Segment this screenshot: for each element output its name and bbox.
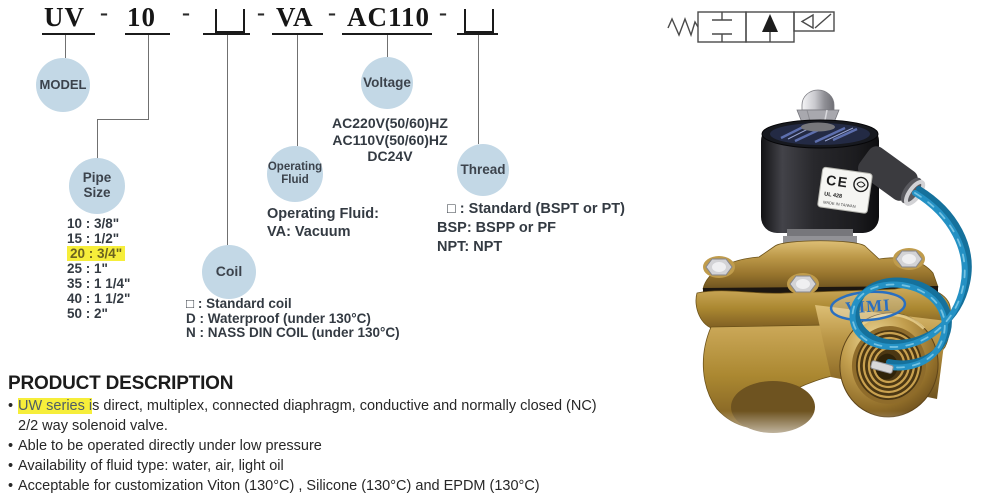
pipe-option-highlight-text: 20 : 3/4" [67, 246, 126, 261]
code-box-coil [215, 9, 245, 33]
bullet-2-text: Able to be operated directly under low p… [18, 438, 322, 454]
origin-text: MADE IN TAIWAN [823, 199, 856, 209]
underline-pipe [125, 33, 170, 35]
description-bullet-3: •Availability of fluid type: water, air,… [8, 456, 597, 476]
operating-fluid-text: Operating Fluid: VA: Vacuum [267, 205, 379, 241]
bullet-1-rest: s direct, multiplex, connected diaphragm… [92, 398, 597, 414]
bullet-4-text: Acceptable for customization Viton (130°… [18, 478, 540, 494]
pipe-option-highlighted: 20 : 3/4" [67, 246, 130, 261]
bullet-icon: • [8, 478, 14, 494]
bubble-pipe-label-2: Size [83, 185, 111, 200]
description-bullet-1: •UW series is direct, multiplex, connect… [8, 396, 597, 416]
code-dash-4: - [328, 0, 336, 26]
pipe-option: 35 : 1 1/4" [67, 276, 131, 291]
pipe-option: 40 : 1 1/2" [67, 291, 131, 306]
code-voltage: AC110 [347, 2, 431, 32]
code-dash-2: - [182, 0, 190, 26]
voltage-option: DC24V [367, 148, 413, 164]
bubble-operating-fluid: Operating Fluid [267, 146, 323, 202]
voltage-option: AC110V(50/60)HZ [332, 131, 448, 148]
csa-logo-icon [853, 176, 869, 193]
bullet-icon: • [8, 438, 14, 454]
code-pipe-size: 10 [127, 2, 156, 32]
product-description-title: PRODUCT DESCRIPTION [8, 373, 234, 394]
bubble-fluid-label-2: Fluid [281, 174, 309, 186]
line-thread [478, 35, 479, 144]
flow-arrow-icon [762, 14, 778, 32]
pipe-option: 25 : 1" [67, 261, 108, 276]
bubble-voltage: Voltage [361, 57, 413, 109]
product-description: •UW series is direct, multiplex, connect… [8, 396, 597, 496]
pipe-option: 50 : 2" [67, 306, 108, 321]
bubble-thread-label: Thread [460, 161, 506, 177]
underline-thread [457, 33, 498, 35]
voltage-options: AC220V(50/60)HZ AC110V(50/60)HZ DC24V [322, 115, 458, 165]
underline-model [42, 33, 95, 35]
ce-mark: CE [825, 172, 849, 191]
line-fluid [297, 35, 298, 146]
bubble-voltage-label: Voltage [363, 74, 411, 90]
thread-option: □ : Standard (BSPT or PT) [447, 201, 625, 217]
bolt-icon [787, 273, 819, 295]
ul-text: UL 428 [824, 191, 843, 199]
line-voltage [387, 35, 388, 57]
underline-fluid [272, 33, 323, 35]
code-box-thread [464, 9, 494, 33]
underline-voltage [342, 33, 432, 35]
solenoid-box [793, 11, 835, 32]
bubble-model-label: MODEL [39, 76, 87, 92]
pipe-size-options: 10 : 3/8" 15 : 1/2" 20 : 3/4" 25 : 1" 35… [67, 216, 130, 321]
fluid-line: Operating Fluid: [267, 206, 379, 222]
photo-fade [655, 411, 1000, 450]
description-bullet-1-line2: 2/2 way solenoid valve. [18, 418, 168, 434]
bubble-pipe-size: Pipe Size [69, 158, 125, 214]
uw-series-highlight: UW series i [18, 398, 93, 414]
bullet-icon: • [8, 458, 14, 474]
description-bullet-2: •Able to be operated directly under low … [8, 436, 597, 456]
code-model: UV [44, 2, 85, 32]
coil-option: D : Waterproof (under 130°C) [186, 310, 371, 326]
coil-option: □ : Standard coil [186, 296, 292, 311]
bolt-icon [703, 256, 735, 278]
certification-label: CE UL 428 MADE IN TAIWAN [817, 166, 873, 214]
code-dash-1: - [100, 0, 108, 26]
line-coil [227, 35, 228, 245]
bubble-pipe-label-1: Pipe [82, 170, 112, 186]
thread-option: BSP: BSPP or PF [437, 220, 556, 236]
bubble-thread: Thread [457, 144, 509, 196]
voltage-option: AC220V(50/60)HZ [332, 115, 448, 131]
code-fluid: VA [276, 2, 314, 32]
code-dash-5: - [439, 0, 447, 26]
code-dash-3: - [257, 0, 265, 26]
bubble-fluid-label-1: Operating [267, 161, 323, 174]
underline-coil [203, 33, 250, 35]
coil-options: □ : Standard coil D : Waterproof (under … [186, 296, 400, 341]
line-model [65, 35, 66, 58]
thread-options: □ : Standard (BSPT or PT) BSP: BSPP or P… [437, 200, 625, 257]
bubble-model: MODEL [36, 58, 90, 112]
lead-wire [849, 186, 972, 374]
bullet-3-text: Availability of fluid type: water, air, … [18, 458, 284, 474]
bolt-icon [893, 248, 925, 270]
bubble-coil-label: Coil [215, 263, 243, 280]
thread-option: NPT: NPT [437, 239, 503, 255]
line-pipe-v2 [97, 119, 98, 159]
fluid-line: VA: Vacuum [267, 224, 351, 240]
bullet-icon: • [8, 398, 14, 414]
line-pipe-h [97, 119, 149, 120]
bubble-coil: Coil [202, 245, 256, 299]
armature-ring [787, 229, 853, 238]
valve-photo: VIMI CE UL 428 MADE IN TAIWAN [655, 89, 1000, 450]
flange-bolts [703, 248, 925, 295]
pipe-option: 10 : 3/8" [67, 216, 120, 231]
coil-option: N : NASS DIN COIL (under 130°C) [186, 325, 400, 340]
valve-schematic-symbol [667, 11, 835, 43]
pipe-option: 15 : 1/2" [67, 231, 120, 246]
spring-icon [667, 17, 699, 38]
line-pipe-v1 [148, 35, 149, 120]
description-bullet-4: •Acceptable for customization Viton (130… [8, 476, 597, 496]
wire-terminal [870, 360, 894, 374]
